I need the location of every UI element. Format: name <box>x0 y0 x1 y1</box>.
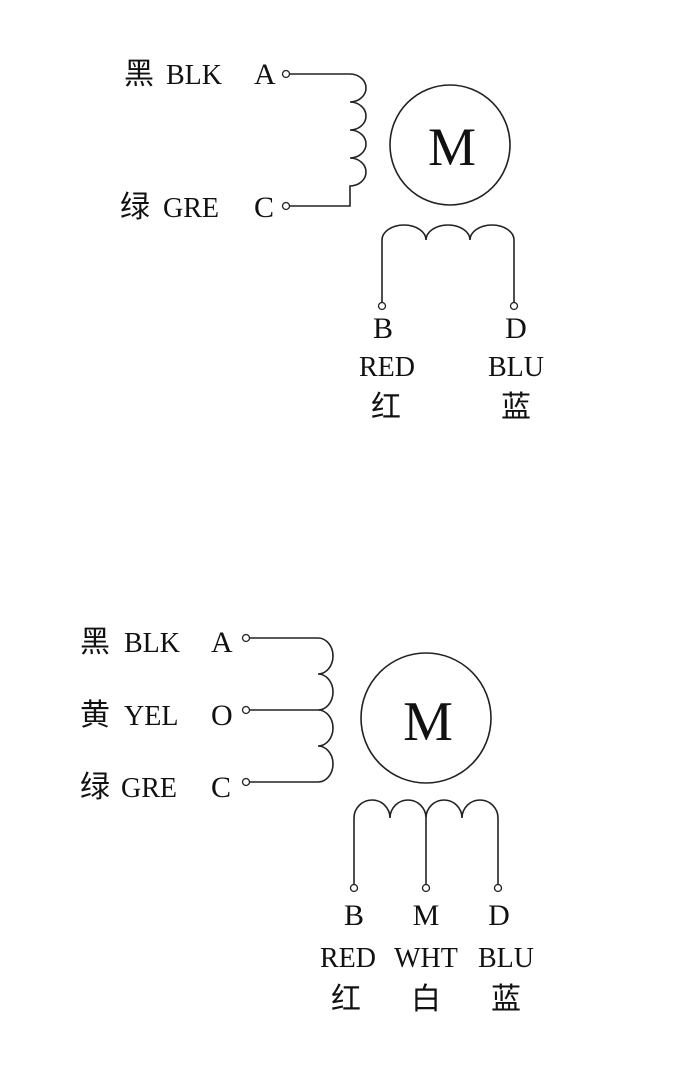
lead-m-code: WHT <box>394 943 458 974</box>
lead-d-pin: D <box>488 899 510 932</box>
terminal-a <box>281 69 291 79</box>
lead-b-cn: 红 <box>331 982 361 1017</box>
lead-a-pin: A <box>211 626 233 659</box>
terminal-c <box>281 201 291 211</box>
lead-c-code: GRE <box>163 193 219 224</box>
terminal-b <box>349 883 359 893</box>
motor-label: M <box>403 691 453 753</box>
terminal-o <box>241 705 251 715</box>
motor-label: M <box>428 117 476 177</box>
lead-a-code: BLK <box>166 60 222 91</box>
lead-o-pin: O <box>211 699 233 732</box>
lead-a-code: BLK <box>124 628 180 659</box>
lead-c-cn: 绿 <box>120 190 150 225</box>
lead-a-cn: 黑 <box>80 625 110 660</box>
terminal-c <box>241 777 251 787</box>
diagram-6-lead: M 黑 BLK A 黄 YEL O 绿 GRE C B RED 红 M WHT … <box>80 625 534 1017</box>
lead-d-pin: D <box>505 312 527 345</box>
lead-b-pin: B <box>344 899 364 932</box>
motor-circle <box>389 84 511 206</box>
lead-d-cn: 蓝 <box>491 982 521 1017</box>
lead-c-pin: C <box>211 771 231 804</box>
lead-b-code: RED <box>320 943 376 974</box>
lead-m-cn: 白 <box>411 982 441 1017</box>
lead-o-code: YEL <box>124 701 178 732</box>
lead-c-code: GRE <box>121 773 177 804</box>
lead-d-code: BLU <box>488 352 544 383</box>
lead-o-cn: 黄 <box>80 698 110 733</box>
terminal-a <box>241 633 251 643</box>
terminal-d <box>493 883 503 893</box>
motor-circle <box>360 652 492 784</box>
lead-c-pin: C <box>254 191 274 224</box>
terminal-m <box>421 883 431 893</box>
lead-b-pin: B <box>373 312 393 345</box>
lead-a-pin: A <box>254 58 276 91</box>
lead-d-code: BLU <box>478 943 534 974</box>
lead-a-cn: 黑 <box>124 57 154 92</box>
terminal-d <box>509 301 519 311</box>
lead-b-cn: 红 <box>371 390 401 425</box>
lead-d-cn: 蓝 <box>501 390 531 425</box>
diagram-4-lead: M 黑 BLK A 绿 GRE C B RED 红 D BLU 蓝 <box>120 57 544 425</box>
lead-b-code: RED <box>359 352 415 383</box>
winding-horizontal <box>381 224 515 303</box>
lead-c-cn: 绿 <box>80 770 110 805</box>
winding-vertical <box>288 73 367 207</box>
lead-m-pin: M <box>413 899 440 932</box>
terminal-b <box>377 301 387 311</box>
